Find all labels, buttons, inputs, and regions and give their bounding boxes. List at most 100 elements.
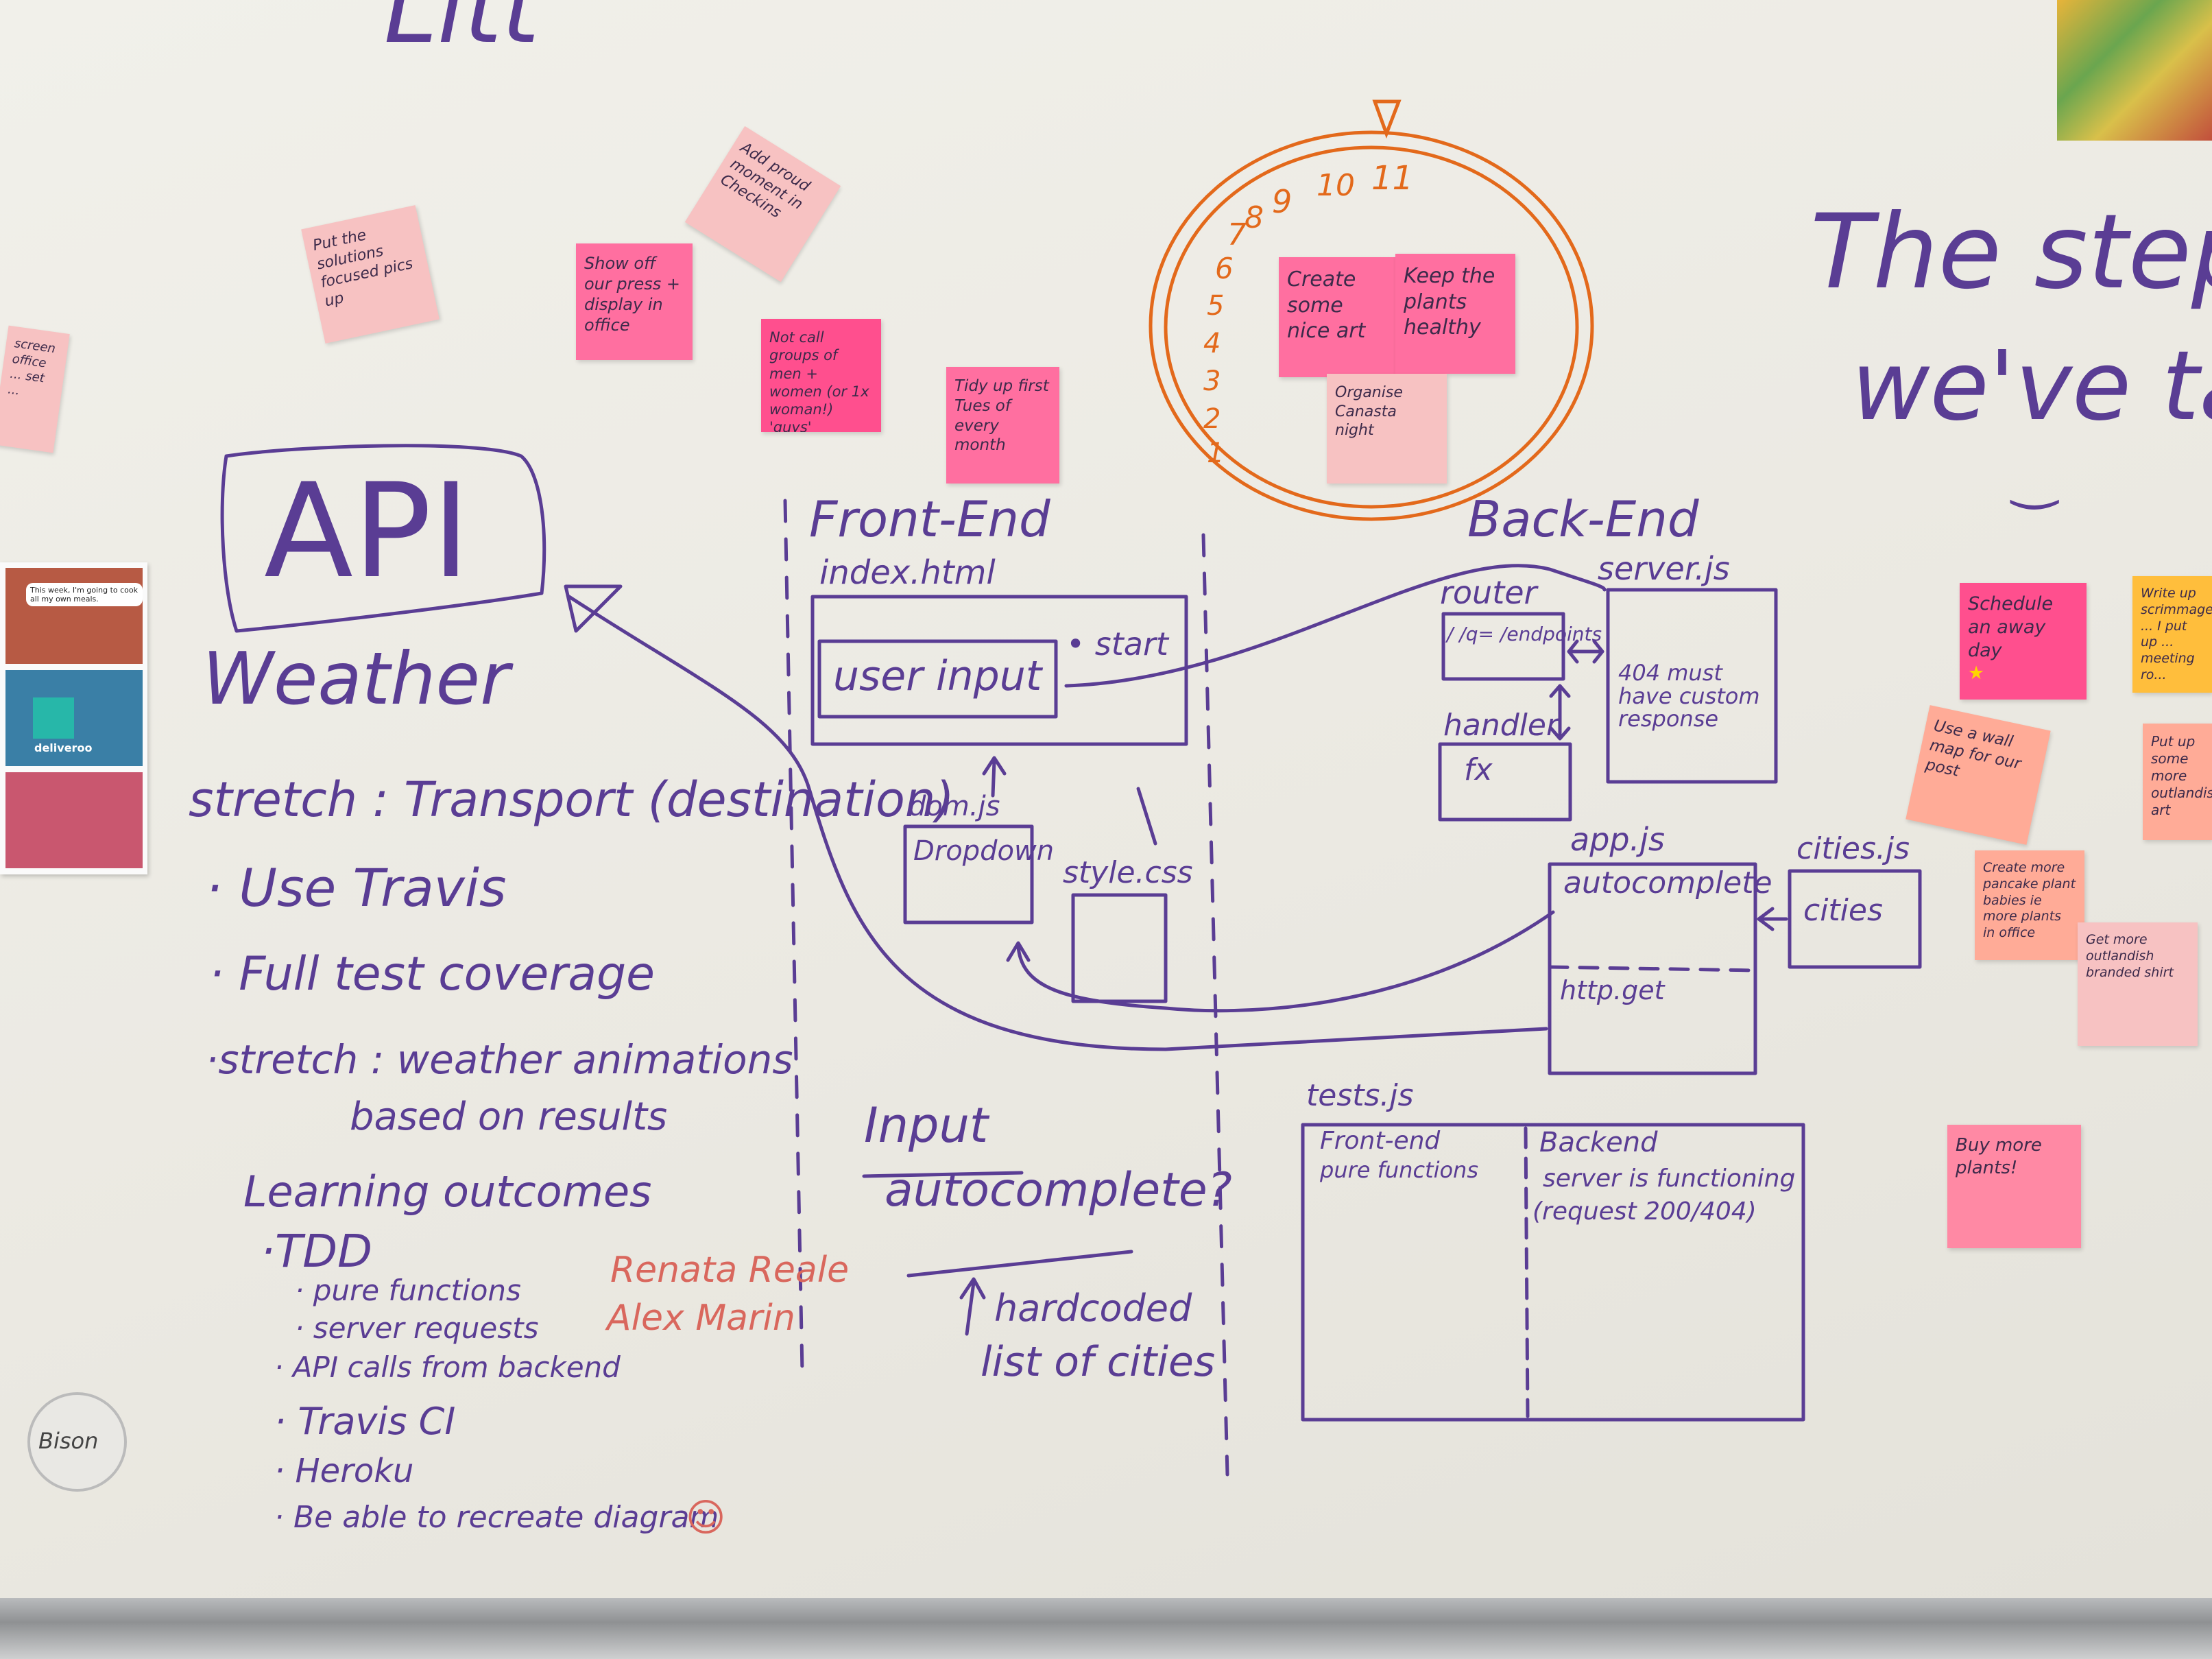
tests-backend-sub2: (request 200/404)	[1532, 1197, 1757, 1226]
clock-pointer-icon	[1372, 99, 1402, 139]
clock-number-5: 5	[1207, 290, 1225, 322]
clock-number-2: 2	[1203, 403, 1221, 435]
router-server-arrow	[1567, 639, 1604, 664]
app-js-label: app.js	[1570, 821, 1665, 858]
outcome-api-calls: · API calls from backend	[274, 1350, 621, 1384]
dom-js-box	[903, 824, 1034, 924]
dom-arrow	[982, 756, 1007, 798]
clock-number-6: 6	[1215, 252, 1234, 285]
note-get-more: Get more outlandish branded shirt	[2078, 922, 2198, 1046]
tests-backend-sub1: server is functioning	[1543, 1165, 1796, 1193]
stretch-transport: stretch : Transport (destination)	[189, 772, 954, 828]
whiteboard-tray	[0, 1598, 2212, 1659]
server-js-box	[1606, 588, 1778, 784]
api-box-outline	[220, 444, 546, 633]
smiley-icon: ☺	[686, 1496, 726, 1540]
router-handler-arrow	[1549, 684, 1571, 741]
clock-circle-inner	[1164, 145, 1579, 509]
note-pancake: Create more pancake plant babies ie more…	[1975, 850, 2084, 960]
router-box	[1441, 612, 1565, 681]
api-label: API	[264, 455, 470, 607]
cities-js-box	[1788, 869, 1922, 969]
tests-js-label: tests.js	[1306, 1078, 1414, 1113]
frontend-divider	[783, 499, 804, 1374]
clock-number-9: 9	[1272, 183, 1293, 220]
steps-line-1: The steps	[1810, 193, 2212, 312]
tests-backend-label: Backend	[1539, 1127, 1658, 1158]
title-top-partial: Litt	[384, 0, 540, 65]
bullet-use-travis: · Use Travis	[206, 857, 507, 918]
handler-label: handler	[1443, 708, 1559, 743]
outcome-travis-ci: · Travis CI	[274, 1400, 456, 1443]
note-tidy-up: Tidy up first Tues of every month	[946, 367, 1059, 484]
api-arrowhead-icon	[564, 584, 623, 633]
handler-box	[1438, 742, 1572, 822]
outcome-tdd: ·TDD	[261, 1225, 372, 1278]
deliveroo-logo-icon	[33, 697, 74, 739]
hardcoded-arrow	[959, 1277, 986, 1336]
dom-js-label: dom.js	[909, 791, 1000, 822]
star-icon: ★	[1968, 663, 1985, 684]
server-js-label: server.js	[1598, 550, 1730, 587]
note-not-call: Not call groups of men + women (or 1x wo…	[761, 319, 881, 432]
style-connector	[1136, 787, 1157, 846]
comic-panel-1: This week, I'm going to cook all my own …	[5, 568, 143, 664]
sticker-label: Bison	[38, 1428, 99, 1454]
input-note-line	[906, 1250, 1133, 1278]
poster-top-right	[2057, 0, 2212, 141]
clock-number-10: 10	[1317, 168, 1355, 203]
bullet-full-test-coverage: · Full test coverage	[209, 947, 655, 1001]
autocomplete-label: autocomplete	[1563, 866, 1772, 900]
diagram-lines	[220, 99, 1922, 1477]
router-label: router	[1440, 574, 1537, 611]
outcome-pure-functions: · pure functions	[295, 1274, 521, 1307]
note-write-up: Write up scrimmage ... I put up ... meet…	[2132, 576, 2212, 693]
user-input-label: user input	[833, 652, 1042, 700]
clock-number-3: 3	[1203, 366, 1221, 397]
note-keep-plants: Keep the plants healthy	[1395, 254, 1515, 374]
steps-line-2: we've tak	[1851, 331, 2212, 442]
tests-frontend-sub: pure functions	[1320, 1157, 1478, 1183]
cities-js-label: cities.js	[1796, 831, 1910, 866]
endpoints-label: / /q= /endpoints	[1447, 623, 1602, 645]
tests-frontend-label: Front-end	[1320, 1127, 1441, 1155]
clock-number-8: 8	[1245, 200, 1264, 235]
app-js-divider	[1548, 965, 1757, 972]
note-put-solutions: Put the solutions focused pics up	[301, 205, 440, 344]
learning-outcomes-heading: Learning outcomes	[243, 1167, 652, 1217]
autocomplete-question: autocomplete?	[885, 1163, 1232, 1217]
weather-label: Weather	[202, 637, 510, 721]
api-connector-curve	[567, 595, 1548, 1051]
note-use-a: Use a wall map for our post	[1906, 705, 2051, 845]
note-show-press: Show off our press + display in office	[576, 243, 693, 360]
note-organise: Organise Canasta night	[1327, 374, 1447, 484]
cities-to-app-arrow	[1757, 907, 1788, 931]
clock-circle-outer	[1149, 130, 1594, 521]
server-note: 404 must have custom response	[1618, 660, 1760, 732]
comic-panel-3	[5, 772, 143, 868]
note-create-art: Create some nice art	[1279, 257, 1399, 377]
note-buy-plants: Buy more plants!	[1947, 1125, 2081, 1248]
comic-brand: deliveroo	[34, 741, 93, 754]
comic-speech: This week, I'm going to cook all my own …	[26, 583, 143, 607]
note-put-up: Put up some more outlandish art	[2143, 724, 2212, 840]
cities-label: cities	[1803, 893, 1883, 928]
user-input-box	[817, 639, 1058, 719]
input-underline	[862, 1171, 1024, 1178]
index-html-label: index.html	[819, 553, 996, 592]
tests-js-divider	[1524, 1126, 1530, 1418]
outcome-recreate-diagram: · Be able to recreate diagram	[274, 1500, 719, 1535]
clock-number-4: 4	[1203, 328, 1221, 359]
clock-number-11: 11	[1371, 159, 1414, 198]
outcome-server-requests: · server requests	[295, 1311, 539, 1345]
hardcoded-label: hardcoded	[994, 1287, 1192, 1330]
style-css-box	[1071, 893, 1168, 1003]
clock-number-7: 7	[1227, 217, 1247, 252]
dropdown-label: Dropdown	[913, 835, 1055, 867]
frontend-to-server-curve	[1064, 564, 1607, 688]
comic-panel-2: deliveroo	[5, 670, 143, 766]
bullet-stretch-weather: ·stretch : weather animations	[206, 1036, 793, 1083]
steps-smiley-icon: ‿	[2012, 446, 2057, 510]
outcome-heroku: · Heroku	[274, 1452, 414, 1490]
http-get-label: http.get	[1560, 975, 1665, 1005]
